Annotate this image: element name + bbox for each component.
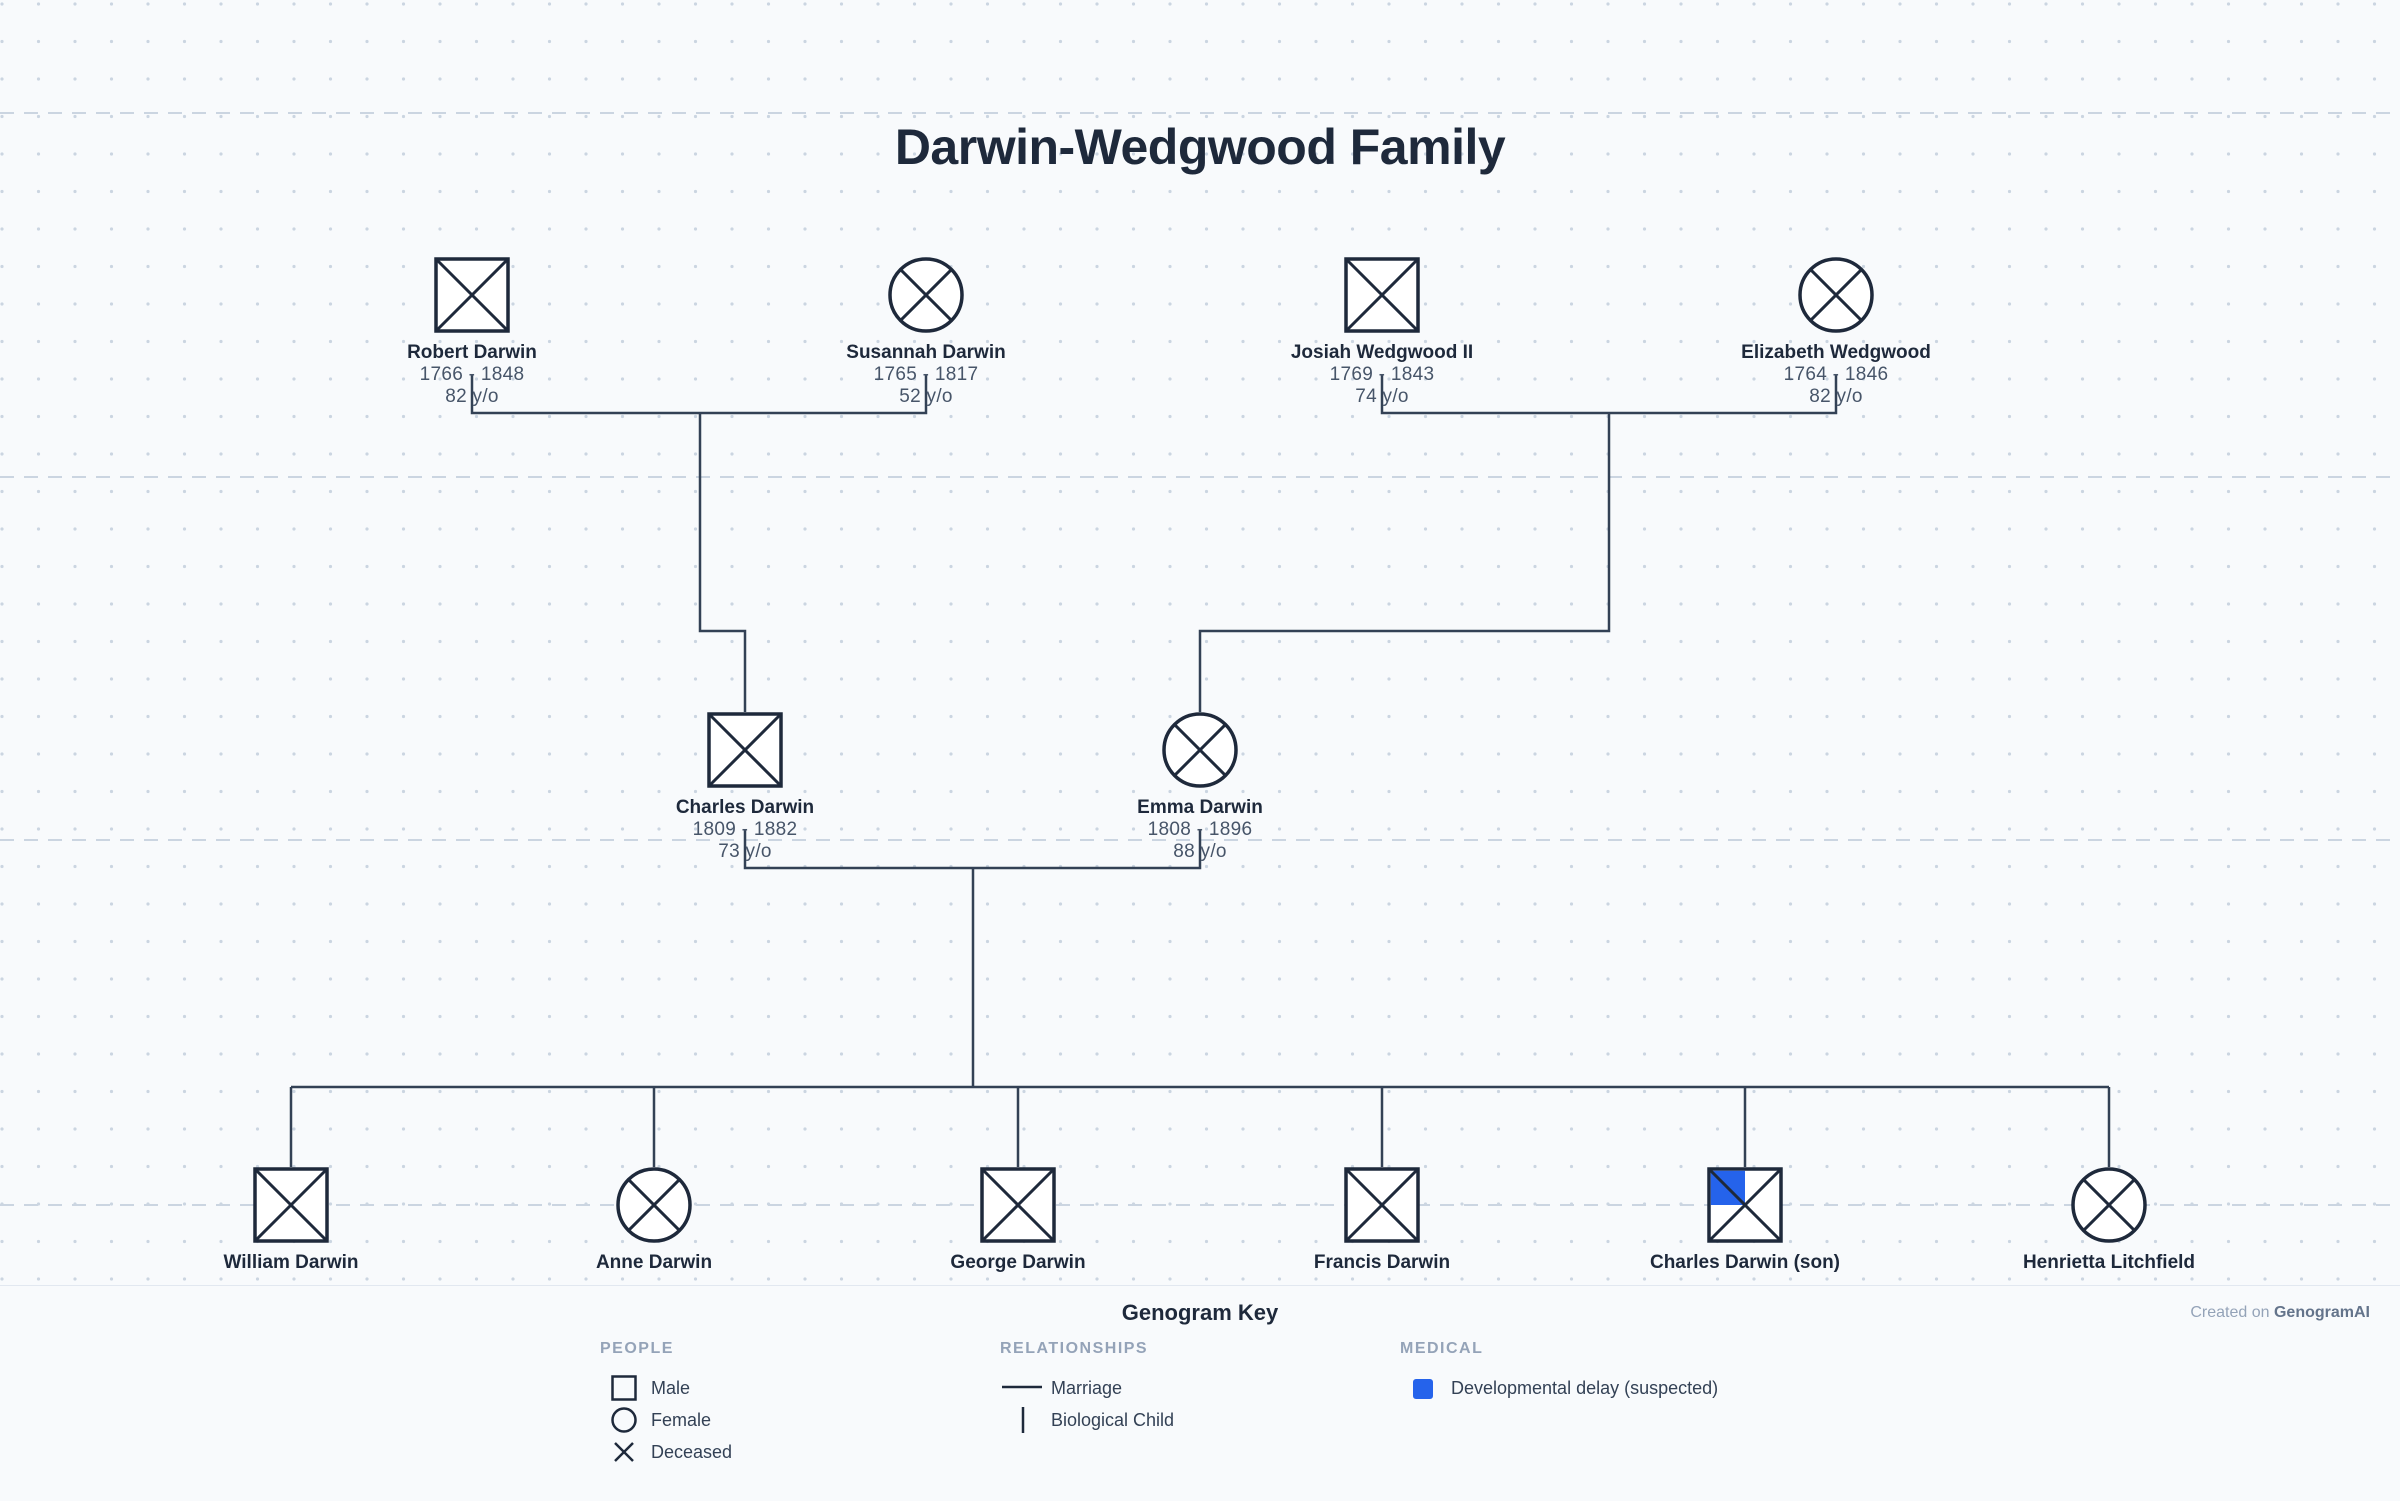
- person-name: Robert Darwin: [407, 342, 537, 363]
- deceased-cross: [1173, 723, 1227, 777]
- credit-brand: GenogramAI: [2273, 1304, 2370, 1321]
- person-william[interactable]: [253, 1167, 329, 1243]
- person-age: 52 y/o: [899, 386, 953, 407]
- key-item-deceased: Deceased: [651, 1442, 733, 1462]
- deceased-cross: [899, 268, 953, 322]
- deceased-cross: [1809, 268, 1863, 322]
- female-key-icon: [611, 1407, 637, 1433]
- deceased-key-icon: [614, 1442, 634, 1462]
- person-susannah[interactable]: [888, 257, 964, 333]
- person-age: 73 y/o: [718, 841, 772, 862]
- person-dates: 1809 - 1882: [692, 819, 798, 840]
- genogram-title: Darwin-Wedgwood Family: [894, 119, 1506, 175]
- biological-child-key-icon: [1021, 1407, 1025, 1433]
- key-title: Genogram Key: [1121, 1300, 1279, 1325]
- male-key-icon: [611, 1375, 637, 1401]
- person-charles-son[interactable]: [1707, 1167, 1783, 1243]
- credit-prefix: Created on: [2190, 1304, 2270, 1321]
- deceased-cross: [253, 1167, 329, 1243]
- person-name: Charles Darwin (son): [1649, 1252, 1841, 1273]
- person-name: Henrietta Litchfield: [2022, 1252, 2196, 1273]
- key-medical-heading: MEDICAL: [1400, 1340, 1484, 1357]
- person-age: 82 y/o: [1809, 386, 1863, 407]
- person-name: William Darwin: [223, 1252, 359, 1273]
- medical-condition-swatch: [1413, 1379, 1433, 1399]
- person-elizabeth[interactable]: [1798, 257, 1874, 333]
- relationship-lines: [289, 375, 2111, 1167]
- person-robert[interactable]: [434, 257, 510, 333]
- person-francis[interactable]: [1344, 1167, 1420, 1243]
- person-name: Charles Darwin: [675, 797, 815, 818]
- key-item-marriage: Marriage: [1051, 1378, 1123, 1398]
- deceased-cross: [980, 1167, 1056, 1243]
- person-name: Josiah Wedgwood II: [1290, 342, 1474, 363]
- person-name: Susannah Darwin: [846, 342, 1006, 363]
- deceased-cross: [2082, 1178, 2136, 1232]
- key-item-biological-child: Biological Child: [1051, 1410, 1175, 1430]
- person-dates: 1765 - 1817: [873, 364, 979, 385]
- person-george[interactable]: [980, 1167, 1056, 1243]
- key-item-female: Female: [651, 1410, 712, 1430]
- person-name: Elizabeth Wedgwood: [1741, 342, 1931, 363]
- person-age: 74 y/o: [1355, 386, 1409, 407]
- deceased-cross: [627, 1178, 681, 1232]
- genogram-key: Genogram Key Created on GenogramAI PEOPL…: [0, 1285, 2400, 1501]
- person-dates: 1766 - 1848: [419, 364, 525, 385]
- person-emma[interactable]: [1162, 712, 1238, 788]
- person-dates: 1769 - 1843: [1329, 364, 1435, 385]
- key-relationships-heading: RELATIONSHIPS: [1000, 1340, 1149, 1357]
- key-people-heading: PEOPLE: [600, 1340, 674, 1357]
- person-name: Anne Darwin: [595, 1252, 713, 1273]
- deceased-cross: [707, 712, 783, 788]
- person-age: 82 y/o: [445, 386, 499, 407]
- deceased-cross: [1707, 1167, 1783, 1243]
- child-line: [698, 413, 747, 712]
- key-item-developmental-delay: Developmental delay (suspected): [1451, 1378, 1719, 1398]
- person-anne[interactable]: [616, 1167, 692, 1243]
- child-line: [1198, 413, 1611, 712]
- person-name: George Darwin: [950, 1252, 1086, 1273]
- person-name: Emma Darwin: [1137, 797, 1263, 818]
- person-name: Francis Darwin: [1313, 1252, 1451, 1273]
- deceased-cross: [1344, 257, 1420, 333]
- deceased-cross: [434, 257, 510, 333]
- person-henrietta[interactable]: [2071, 1167, 2147, 1243]
- marriage-key-icon: [1002, 1385, 1042, 1389]
- deceased-cross: [1344, 1167, 1420, 1243]
- person-charles[interactable]: [707, 712, 783, 788]
- person-age: 88 y/o: [1173, 841, 1227, 862]
- credit-text[interactable]: Created on GenogramAI: [2190, 1304, 2370, 1322]
- person-dates: 1764 - 1846: [1783, 364, 1889, 385]
- key-item-male: Male: [651, 1378, 691, 1398]
- person-josiah[interactable]: [1344, 257, 1420, 333]
- person-dates: 1808 - 1896: [1147, 819, 1253, 840]
